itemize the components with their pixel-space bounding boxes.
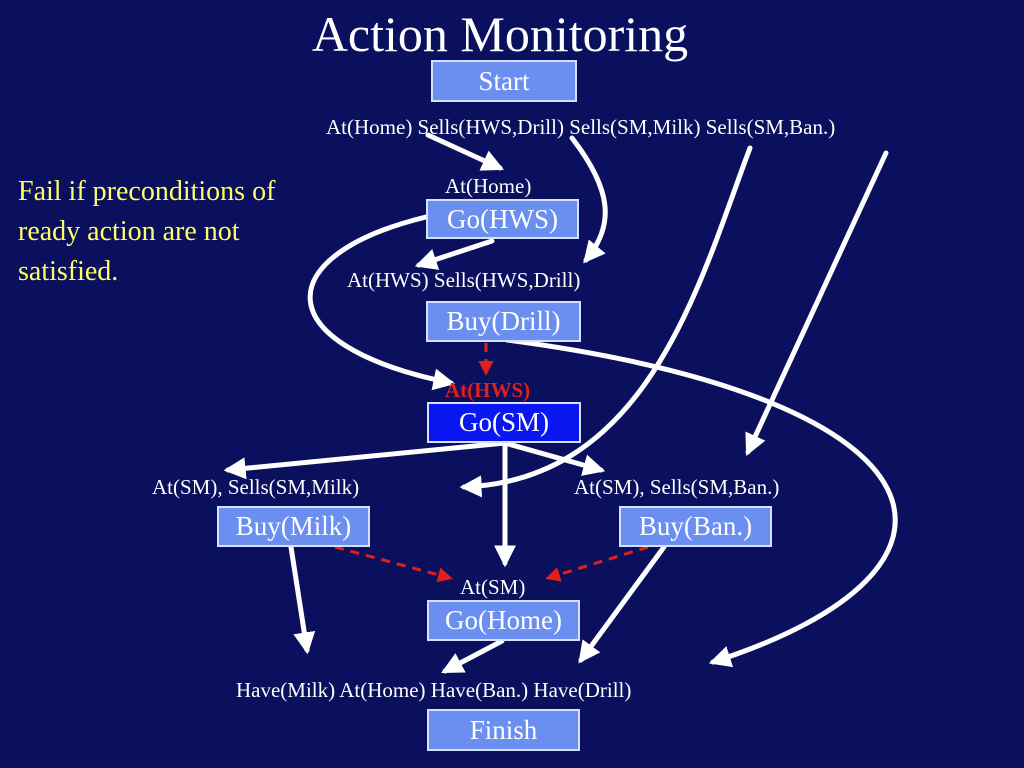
go-hws-action: Go(HWS) <box>426 199 579 239</box>
go-sm-precondition-failed: At(HWS) <box>445 378 531 402</box>
failure-note: Fail if preconditions of ready action ar… <box>18 176 276 287</box>
link-sells-ban-to-buy-ban <box>745 150 889 456</box>
buy-ban-action: Buy(Ban.) <box>619 506 772 547</box>
finish-precondition: Have(Milk) At(Home) Have(Ban.) Have(Dril… <box>236 678 632 702</box>
buy-drill-action: Buy(Drill) <box>426 301 581 342</box>
go-sm-action: Go(SM) <box>427 402 581 443</box>
go-home-action: Go(Home) <box>427 600 580 641</box>
go-hws-precondition: At(Home) <box>445 174 532 198</box>
link-go-home-to-finish <box>441 638 505 674</box>
link-buy-milk-to-finish <box>288 544 316 655</box>
link-go-hws-to-go-sm <box>307 214 456 391</box>
link-sells-milk-to-buy-milk <box>459 145 753 498</box>
start-effects: At(Home) Sells(HWS,Drill) Sells(SM,Milk)… <box>326 115 836 139</box>
ordering-buy-ban-go-home <box>545 545 649 582</box>
link-go-sm-to-buy-ban <box>502 440 606 476</box>
link-buy-drill-to-finish <box>504 337 898 668</box>
go-home-precondition: At(SM) <box>460 575 526 599</box>
link-sells-drill-to-buy-drill <box>569 135 608 264</box>
link-go-sm-to-buy-milk <box>223 440 508 480</box>
buy-drill-precondition: At(HWS) Sells(HWS,Drill) <box>347 268 581 292</box>
ordering-buy-milk-go-home <box>334 545 453 583</box>
finish-action: Finish <box>427 709 580 751</box>
buy-milk-precondition: At(SM), Sells(SM,Milk) <box>152 475 360 499</box>
link-go-hws-to-at-hws <box>414 238 495 270</box>
link-at-home-to-go-hws <box>425 132 504 171</box>
page-title: Action Monitoring <box>311 6 689 62</box>
start-action: Start <box>431 60 577 102</box>
buy-ban-precondition: At(SM), Sells(SM,Ban.) <box>574 475 780 499</box>
buy-milk-action: Buy(Milk) <box>217 506 370 547</box>
link-buy-ban-to-finish <box>578 544 667 664</box>
